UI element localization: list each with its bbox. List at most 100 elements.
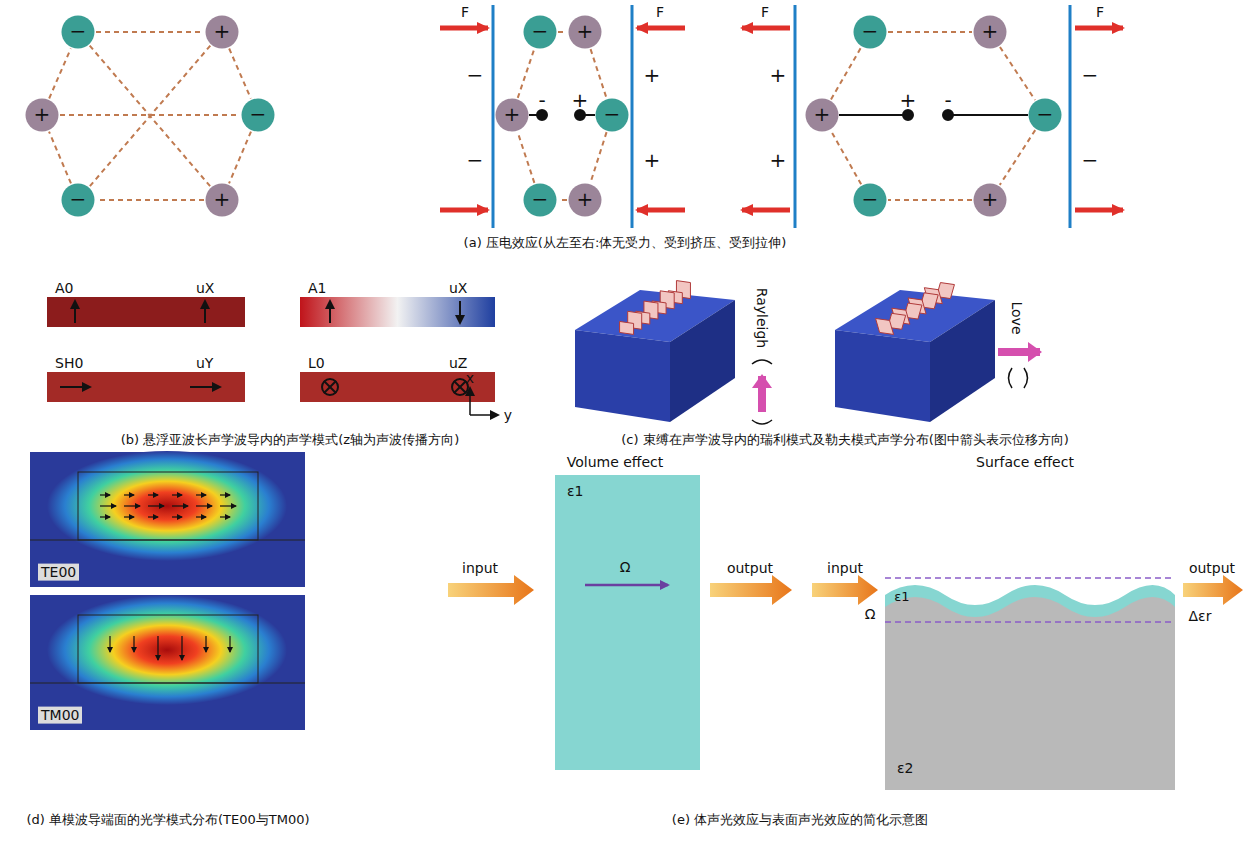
bond-line xyxy=(590,132,606,183)
node-label: ε2 xyxy=(897,760,913,777)
rayleigh-arrow xyxy=(752,360,772,424)
bond-line xyxy=(90,46,211,187)
illustration-part xyxy=(148,505,164,506)
charge-sign: + xyxy=(982,187,999,211)
illustration-part xyxy=(885,597,1175,790)
illustration-part xyxy=(74,301,76,323)
illustration-part xyxy=(172,494,182,495)
label: output xyxy=(727,560,773,577)
illustration-part xyxy=(470,414,498,416)
love-arrow xyxy=(998,352,1040,388)
illustration-part xyxy=(575,330,670,422)
bond-line xyxy=(558,31,567,33)
charge-sign: − xyxy=(1037,102,1054,126)
volume-medium: ε1Ω xyxy=(555,475,700,770)
label: Surface effect xyxy=(976,454,1074,471)
illustration-part xyxy=(637,26,685,31)
illustration-part xyxy=(100,494,110,495)
charge-circle: − xyxy=(595,98,629,132)
label: + xyxy=(644,63,661,87)
mode-bar: A1uX xyxy=(298,279,497,329)
waveguide-blocks xyxy=(575,281,995,422)
illustration-part xyxy=(196,516,206,517)
circle-fill xyxy=(569,184,602,217)
illustration-part xyxy=(47,595,287,705)
illustration-part xyxy=(637,208,685,213)
circle-fill xyxy=(974,16,1007,49)
illustration-part xyxy=(148,516,158,517)
charge-circle: + xyxy=(205,15,239,49)
illustration-part xyxy=(100,516,110,517)
illustration-part xyxy=(300,372,495,402)
charge-circle: + xyxy=(973,183,1007,217)
charge-circle: − xyxy=(523,15,557,49)
illustration-part xyxy=(575,281,735,422)
illustration-part xyxy=(998,348,1040,356)
illustration-part xyxy=(440,26,488,31)
illustration-part xyxy=(30,472,305,683)
caption: (e) 体声光效应与表面声光效应的简化示意图 xyxy=(672,812,928,828)
label: F xyxy=(656,4,664,21)
circle-fill xyxy=(524,184,557,217)
circle-fill xyxy=(974,184,1007,217)
substrate: ε2 xyxy=(885,640,1175,790)
label: y xyxy=(504,407,512,424)
node-label: Ω xyxy=(620,559,631,576)
illustration-part xyxy=(220,505,236,506)
illustration-part xyxy=(440,208,488,213)
force-arrows xyxy=(440,28,1123,210)
illustration-part xyxy=(1183,575,1243,605)
node-label: A0 xyxy=(55,280,73,297)
illustration-part xyxy=(585,584,668,587)
circle-fill xyxy=(854,184,887,217)
bond-line xyxy=(831,48,861,100)
illustration-part xyxy=(794,5,797,228)
label: Ω xyxy=(865,606,876,623)
illustration-part xyxy=(220,516,230,517)
label: Volume effect xyxy=(567,454,664,471)
label: + xyxy=(770,63,787,87)
illustration-part xyxy=(78,472,258,540)
illustration-part xyxy=(454,381,466,393)
charge-circle: + xyxy=(495,98,529,132)
bond-line xyxy=(90,46,211,187)
bond-line xyxy=(96,31,204,33)
illustration-part xyxy=(300,297,495,327)
charge-sign: + xyxy=(814,102,831,126)
illustration-part xyxy=(1069,5,1072,228)
illustration-part xyxy=(205,636,206,652)
caption: ε1 xyxy=(894,589,909,605)
bond-line xyxy=(229,132,251,184)
illustration-part xyxy=(1009,368,1013,388)
circle-fill xyxy=(596,99,629,132)
label: Δεr xyxy=(1189,608,1212,625)
illustration-part xyxy=(196,494,206,495)
illustration-part xyxy=(30,452,305,587)
illustration-part xyxy=(885,621,1175,623)
label: + xyxy=(572,88,589,112)
circle-fill xyxy=(854,16,887,49)
illustration-part xyxy=(47,297,245,327)
illustration-part xyxy=(620,321,634,334)
bond-line xyxy=(60,114,240,116)
bond-line xyxy=(558,199,567,201)
illustration-part xyxy=(1075,208,1123,213)
node-label: TM00 xyxy=(38,707,82,724)
bond-line xyxy=(49,132,71,184)
charge-sign: − xyxy=(532,19,549,43)
circle-fill xyxy=(26,99,59,132)
label: - xyxy=(538,88,545,112)
illustration-part xyxy=(220,494,230,495)
bond-line xyxy=(49,49,71,99)
charge-circle: + xyxy=(25,98,59,132)
illustration-part xyxy=(30,683,305,684)
illustration-part xyxy=(148,494,158,495)
caption: (a) 压电效应(从左至右:体无受力、受到挤压、受到拉伸) xyxy=(464,235,787,251)
charge-sign: + xyxy=(577,19,594,43)
illustration-part xyxy=(469,388,471,415)
illustration-part xyxy=(124,494,134,495)
illustration-part xyxy=(752,420,772,424)
optical-modes xyxy=(30,451,305,730)
charge-sign: + xyxy=(214,187,231,211)
